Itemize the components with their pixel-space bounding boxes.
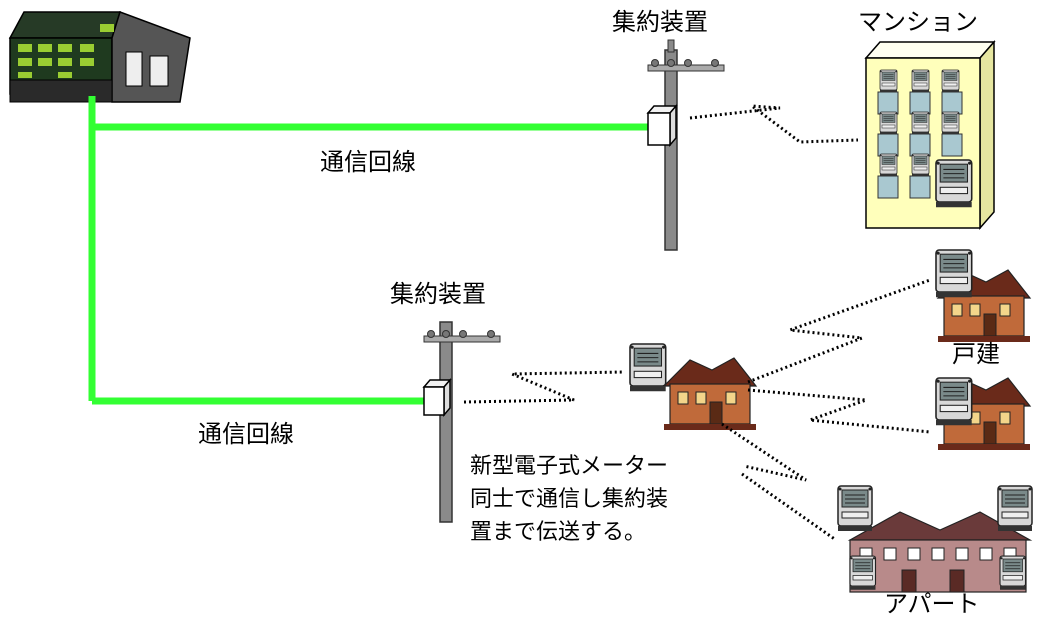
wireless-link-apartment-a xyxy=(721,422,807,482)
wireless-link-house-1 xyxy=(747,278,931,384)
wireless-link-mansion xyxy=(689,104,859,144)
concentrator-bottom-label: 集約装置 xyxy=(390,280,486,308)
detached-house-1-icon xyxy=(935,249,1031,343)
wireless-link-house-2 xyxy=(747,388,931,434)
annotation-note: 新型電子式メーター 同士で通信し集約装 置まで伝送する。 xyxy=(470,450,668,549)
wireless-links xyxy=(463,104,931,542)
wireless-link-apartment-b xyxy=(741,472,837,542)
concentrator-box-top-icon xyxy=(646,103,678,148)
communication-line-top xyxy=(88,96,648,131)
line-top-label: 通信回線 xyxy=(320,148,416,176)
line-bottom-label: 通信回線 xyxy=(198,420,294,448)
apartment-label: アパート xyxy=(884,590,980,618)
detached-house-label: 戸建 xyxy=(952,340,1000,368)
mansion-building-icon xyxy=(864,40,996,230)
concentrator-box-bottom-icon xyxy=(422,377,452,418)
utility-pole-bottom-icon xyxy=(423,321,501,523)
concentrator-top-label: 集約装置 xyxy=(612,8,708,36)
office-building-icon xyxy=(8,11,191,103)
apartment-building-icon xyxy=(837,485,1033,593)
annotation-line-1: 新型電子式メーター xyxy=(470,454,669,479)
annotation-line-2: 同士で通信し集約装 xyxy=(470,487,669,512)
detached-house-2-icon xyxy=(935,377,1031,451)
mansion-label: マンション xyxy=(858,8,978,36)
utility-pole-top-icon xyxy=(647,39,725,251)
wireless-link-pole-hub xyxy=(463,370,625,404)
hub-house-icon xyxy=(629,343,757,431)
communication-line-bottom xyxy=(88,127,424,405)
annotation-line-3: 置まで伝送する。 xyxy=(470,520,647,545)
